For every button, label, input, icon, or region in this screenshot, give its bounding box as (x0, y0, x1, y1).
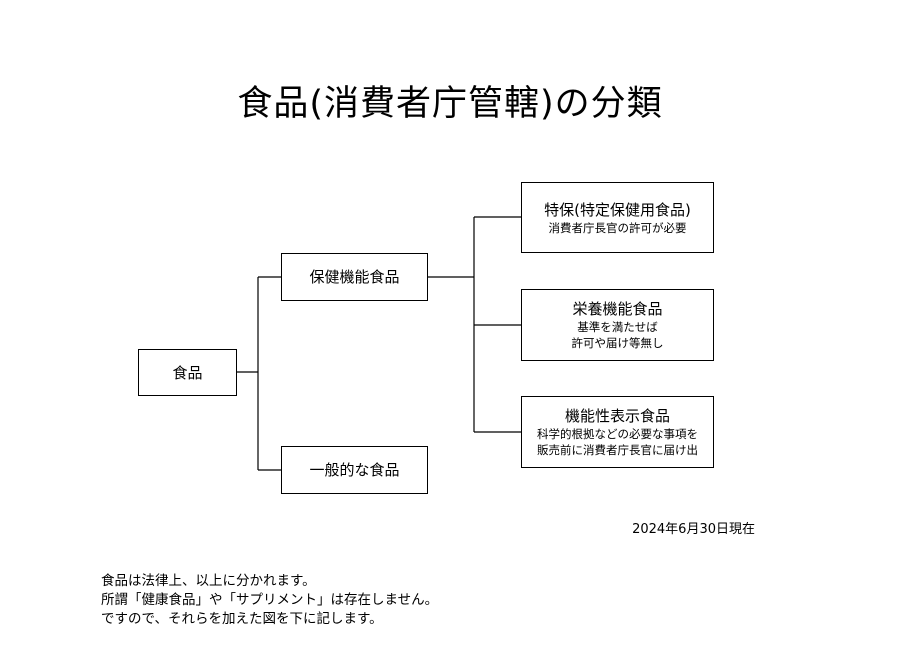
node-functional-claim-food-note-2: 販売前に消費者庁長官に届け出 (537, 443, 698, 457)
page-title: 食品(消費者庁管轄)の分類 (237, 84, 663, 124)
node-general-food-label: 一般的な食品 (309, 461, 400, 479)
node-functional-claim-food-note-1: 科学的根拠などの必要な事項を (537, 427, 698, 441)
node-tokuho-label: 特保(特定保健用食品) (544, 200, 691, 219)
footnote-line: ですので、それらを加えた図を下に記します。 (101, 611, 383, 627)
node-nutrient-function-food-note-2: 許可や届け等無し (571, 336, 664, 350)
node-nutrient-function-food-note-1: 基準を満たせば (577, 320, 658, 334)
node-functional-claim-food-label: 機能性表示食品 (564, 407, 670, 425)
node-nutrient-function-food-label: 栄養機能食品 (572, 300, 663, 318)
node-tokuho: 特保(特定保健用食品) 消費者庁長官の許可が必要 (521, 182, 714, 253)
node-tokuho-note: 消費者庁長官の許可が必要 (548, 220, 687, 235)
node-health-function-food: 保健機能食品 (281, 253, 428, 301)
footnote-line: 食品は法律上、以上に分かれます。 (101, 573, 316, 589)
node-health-function-food-label: 保健機能食品 (309, 268, 400, 286)
node-functional-claim-food: 機能性表示食品 科学的根拠などの必要な事項を 販売前に消費者庁長官に届け出 (521, 396, 714, 468)
node-food: 食品 (138, 349, 237, 396)
as-of-date: 2024年6月30日現在 (632, 522, 755, 537)
footnotes: 食品は法律上、以上に分かれます。 所謂「健康食品」や「サプリメント」は存在しませ… (101, 572, 438, 629)
node-nutrient-function-food: 栄養機能食品 基準を満たせば 許可や届け等無し (521, 289, 714, 361)
footnote-line: 所謂「健康食品」や「サプリメント」は存在しません。 (101, 592, 439, 608)
node-food-label: 食品 (172, 363, 203, 382)
node-general-food: 一般的な食品 (281, 446, 428, 494)
